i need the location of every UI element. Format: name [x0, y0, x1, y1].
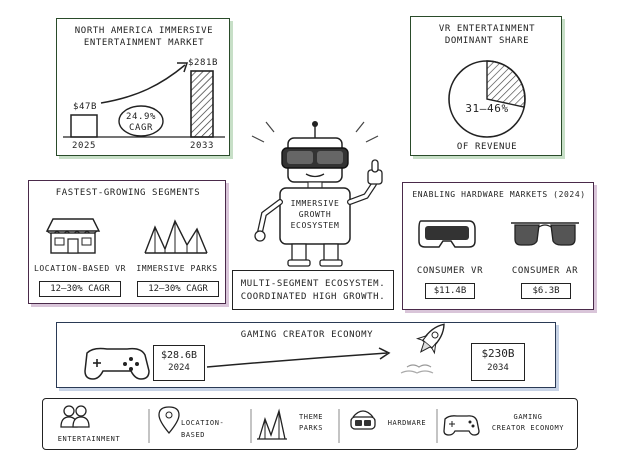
segment-label-parks: IMMERSIVE PARKS	[136, 264, 218, 273]
legend-location: LOCATION-BASED	[181, 419, 225, 439]
legend-graphics	[60, 405, 480, 443]
robot-text-line1: IMMERSIVE	[290, 199, 340, 208]
cagr-oval	[118, 105, 164, 137]
hardware-title: ENABLING HARDWARE MARKETS (2024)	[412, 190, 586, 199]
cagr-label: CAGR	[128, 123, 154, 133]
theme-park-icon	[144, 219, 208, 254]
legend-bar: ENTERTAINMENT LOCATION-BASED THEME PARKS…	[42, 398, 578, 450]
gaming-end-value: $230B	[481, 347, 515, 360]
pie-share-slice	[486, 60, 526, 108]
vr-title-line2: DOMINANT SHARE	[444, 36, 530, 46]
legend-gaming-line1: GAMING	[513, 413, 543, 421]
ar-glasses-icon	[511, 222, 579, 246]
robot-text-line2: GROWTH	[298, 210, 332, 219]
gaming-panel: GAMING CREATOR ECONOMY $28.6B 2024 $230B…	[56, 322, 556, 388]
hardware-panel: ENABLING HARDWARE MARKETS (2024) CONSUME…	[402, 182, 594, 310]
gaming-growth-arrow	[206, 352, 388, 368]
gaming-graphic	[84, 323, 445, 380]
hardware-label-vr: CONSUMER VR	[416, 266, 484, 276]
vr-share-panel: VR ENTERTAINMENT DOMINANT SHARE 31–46% O…	[410, 16, 562, 156]
gaming-start-year: 2024	[168, 363, 190, 373]
market-end-value: $281B	[187, 58, 219, 68]
gaming-end-year: 2034	[487, 363, 509, 373]
robot-illustration	[251, 121, 383, 267]
market-start-year: 2025	[71, 141, 97, 151]
growth-arrow	[100, 64, 186, 104]
segments-panel: FASTEST-GROWING SEGMENTS LOCATION-BASED …	[28, 180, 226, 304]
bar-2025	[70, 114, 98, 138]
market-end-year: 2033	[189, 141, 215, 151]
center-caption-line2: COORDINATED HIGH GROWTH.	[240, 292, 386, 302]
hardware-label-ar: CONSUMER AR	[511, 266, 579, 276]
center-caption-box: MULTI-SEGMENT ECOSYSTEM. COORDINATED HIG…	[232, 270, 394, 310]
coaster-icon	[257, 408, 287, 440]
vr-title-line1: VR ENTERTAINMENT	[438, 24, 536, 34]
robot-text-line3: ECOSYSTEM	[290, 221, 340, 230]
vr-share-value: 31–46%	[465, 102, 509, 115]
segment-cagr-location: 12–30% CAGR	[39, 281, 121, 297]
legend-entertainment: ENTERTAINMENT	[57, 435, 121, 443]
market-start-value: $47B	[72, 102, 98, 112]
segment-cagr-parks: 12–30% CAGR	[137, 281, 219, 297]
market-title-line2: ENTERTAINMENT MARKET	[83, 38, 205, 48]
legend-theme-line2: PARKS	[298, 424, 324, 432]
people-icon	[60, 405, 90, 428]
gaming-start-value: $28.6B	[160, 350, 198, 361]
headset-icon	[350, 410, 376, 430]
market-title-line1: NORTH AMERICA IMMERSIVE	[74, 26, 214, 36]
gaming-start-box: $28.6B 2024	[153, 345, 205, 381]
vr-headset-icon	[418, 220, 476, 248]
market-panel: NORTH AMERICA IMMERSIVE ENTERTAINMENT MA…	[56, 18, 230, 156]
market-growth-graphic	[63, 62, 225, 138]
legend-gaming-line2: CREATOR ECONOMY	[491, 424, 565, 432]
hardware-value-vr: $11.4B	[425, 283, 475, 299]
gaming-end-box: $230B 2034	[471, 343, 525, 381]
rocket-icon	[415, 323, 445, 355]
legend-hardware: HARDWARE	[387, 419, 427, 427]
vr-share-pie	[448, 60, 526, 138]
segment-label-location: LOCATION-BASED VR	[33, 264, 127, 273]
center-caption-line1: MULTI-SEGMENT ECOSYSTEM.	[240, 279, 386, 289]
location-pin-icon	[158, 406, 180, 435]
vr-share-caption: OF REVENUE	[456, 142, 518, 152]
gaming-title: GAMING CREATOR ECONOMY	[240, 330, 374, 340]
bar-2033	[190, 70, 214, 138]
cagr-value: 24.9%	[125, 112, 157, 122]
location-vr-icon	[45, 218, 101, 254]
segments-title: FASTEST-GROWING SEGMENTS	[55, 188, 201, 198]
controller-icon	[84, 347, 150, 380]
legend-theme-line1: THEME	[298, 413, 324, 421]
hardware-value-ar: $6.3B	[521, 283, 571, 299]
